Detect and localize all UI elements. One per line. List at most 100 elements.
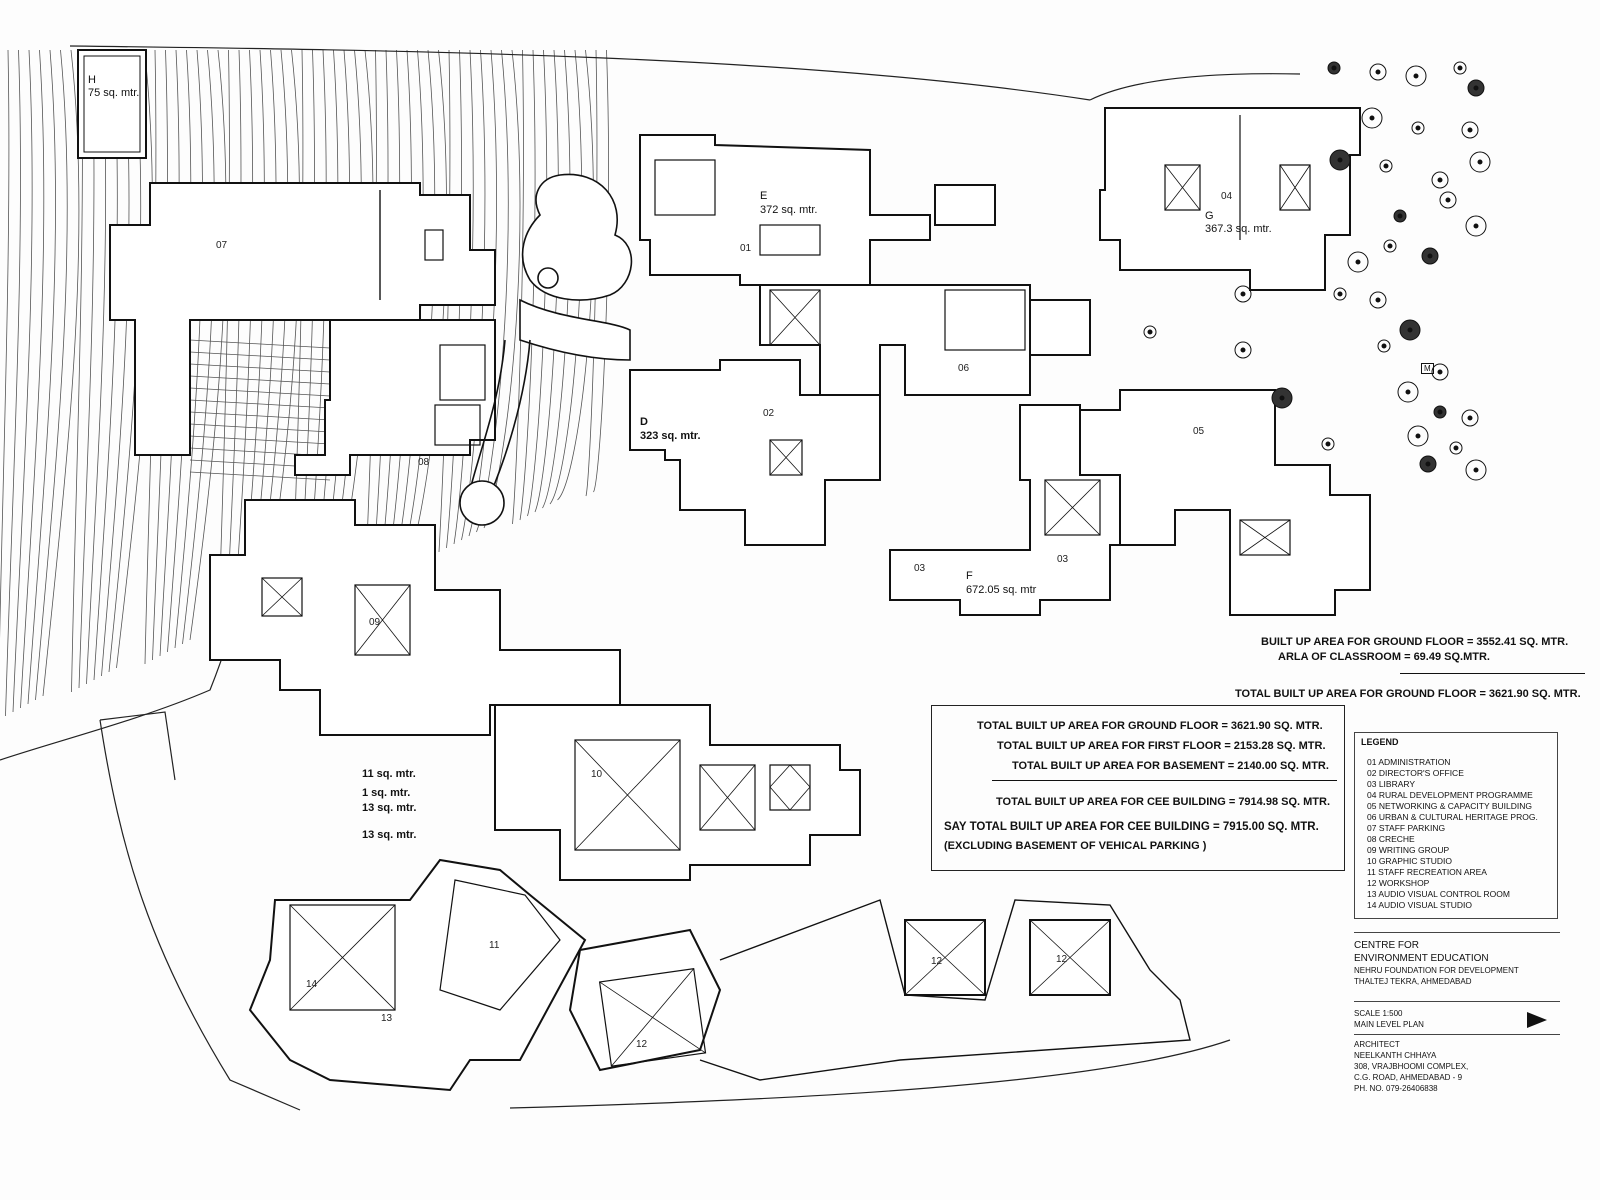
block-01 [639, 134, 931, 286]
legend-item: 01 ADMINISTRATION [1367, 757, 1451, 767]
tree-symbol-icon [1234, 285, 1252, 303]
legend-item: 04 RURAL DEVELOPMENT PROGRAMME [1367, 790, 1533, 800]
room-06: 06 [958, 363, 970, 374]
room-01: 01 [740, 243, 752, 254]
zone-d-letter: D [640, 416, 648, 428]
landscape-trees [1143, 61, 1491, 481]
area-1-sqm: 1 sq. mtr. [362, 787, 411, 799]
zone-e-area: 372 sq. mtr. [760, 204, 818, 216]
legend-title: LEGEND [1361, 737, 1399, 747]
block-02 [629, 359, 881, 546]
area-13-sqm: 13 sq. mtr. [362, 802, 417, 814]
tree-symbol-icon [1347, 251, 1369, 273]
summary-cee: TOTAL BUILT UP AREA FOR CEE BUILDING = 7… [996, 796, 1331, 808]
tree-symbol-icon [1431, 363, 1449, 381]
legend-item: 07 STAFF PARKING [1367, 823, 1446, 833]
room-02: 02 [763, 408, 775, 419]
block-06 [759, 184, 1091, 396]
architect-label: ARCHITECT [1354, 1040, 1400, 1049]
room-11: 11 [489, 940, 500, 951]
tree-symbol-icon [1333, 287, 1347, 301]
tree-symbol-icon [1449, 441, 1463, 455]
client-line-3: NEHRU FOUNDATION FOR DEVELOPMENT [1354, 966, 1519, 975]
client-line-2: ENVIRONMENT EDUCATION [1354, 953, 1489, 964]
title-block-drawing: SCALE 1:500 MAIN LEVEL PLAN [1354, 1001, 1560, 1030]
architect-phone: PH. NO. 079-26406838 [1354, 1084, 1438, 1093]
site-boundary [0, 45, 1301, 1111]
room-03-b: 03 [1057, 554, 1069, 565]
tree-symbol-icon [1379, 159, 1393, 173]
title-block: CENTRE FOR ENVIRONMENT EDUCATION NEHRU F… [1354, 932, 1560, 1094]
summary-say-total: SAY TOTAL BUILT UP AREA FOR CEE BUILDING… [944, 821, 1319, 833]
legend-box: LEGEND 01 ADMINISTRATION 02 DIRECTOR'S O… [1354, 732, 1558, 919]
room-12-b: 12 [931, 956, 943, 967]
legend-item: 11 STAFF RECREATION AREA [1367, 867, 1487, 877]
tree-symbol-icon [1369, 63, 1387, 81]
block-12 [568, 899, 1191, 1081]
block-05 [1079, 389, 1371, 616]
tree-symbol-icon [1431, 171, 1449, 189]
room-10: 10 [591, 769, 603, 780]
zone-g-letter: G [1205, 210, 1214, 222]
legend-item: 08 CRECHE [1367, 834, 1415, 844]
tree-symbol-icon [1397, 381, 1419, 403]
notes-divider [1400, 673, 1585, 674]
classroom-area-note: ARLA OF CLASSROOM = 69.49 SQ.MTR. [1278, 651, 1490, 663]
curved-pavilion [459, 173, 633, 526]
tree-symbol-icon [1465, 215, 1487, 237]
architect-address-1: 308, VRAJBHOOMI COMPLEX, [1354, 1062, 1469, 1071]
tree-symbol-icon [1369, 291, 1387, 309]
tree-symbol-icon [1383, 239, 1397, 253]
legend-item: 02 DIRECTOR'S OFFICE [1367, 768, 1464, 778]
tree-symbol-icon [1439, 191, 1457, 209]
tree-symbol-icon [1361, 107, 1383, 129]
block-08 [294, 319, 496, 476]
area-13-sqm-b: 13 sq. mtr. [362, 829, 417, 841]
area-11-sqm: 11 sq. mtr. [362, 768, 416, 780]
legend-item: 05 NETWORKING & CAPACITY BUILDING [1367, 801, 1532, 811]
zone-f-area: 672.05 sq. mtr [966, 584, 1037, 596]
room-05: 05 [1193, 426, 1205, 437]
block-10 [494, 704, 861, 881]
scale-text: SCALE 1:500 [1354, 1009, 1403, 1018]
legend-item: 06 URBAN & CULTURAL HERITAGE PROG. [1367, 812, 1538, 822]
tree-symbol-icon [1469, 151, 1491, 173]
legend-item: 14 AUDIO VISUAL STUDIO [1367, 900, 1473, 910]
tree-symbol-icon [1453, 61, 1467, 75]
block-11-13-14 [248, 858, 587, 1092]
room-13: 13 [381, 1013, 393, 1024]
summary-excluding-note: (EXCLUDING BASEMENT OF VEHICAL PARKING ) [944, 840, 1207, 852]
built-up-ground-note: BUILT UP AREA FOR GROUND FLOOR = 3552.41… [1261, 636, 1569, 648]
tree-symbol-icon [1234, 341, 1252, 359]
tree-symbol-icon [1405, 65, 1427, 87]
zone-h-letter: H [88, 74, 96, 86]
block-09 [209, 499, 621, 736]
zone-g-area: 367.3 sq. mtr. [1205, 223, 1272, 235]
client-line-1: CENTRE FOR [1354, 940, 1419, 951]
tree-symbol-icon [1321, 437, 1335, 451]
architect-name: NEELKANTH CHHAYA [1354, 1051, 1437, 1060]
zone-f-letter: F [966, 570, 973, 582]
zone-e-letter: E [760, 190, 768, 202]
room-12-c: 12 [1056, 954, 1068, 965]
tree-symbol-icon [1465, 459, 1487, 481]
tree-symbol-icon [1461, 121, 1479, 139]
tree-symbol-icon [1411, 121, 1425, 135]
legend-item: 13 AUDIO VISUAL CONTROL ROOM [1367, 889, 1510, 899]
summary-divider [992, 780, 1337, 781]
title-block-client: CENTRE FOR ENVIRONMENT EDUCATION NEHRU F… [1354, 932, 1560, 987]
tree-symbol-icon [1407, 425, 1429, 447]
room-08: 08 [418, 457, 430, 468]
block-03 [889, 404, 1121, 616]
drawing-name: MAIN LEVEL PLAN [1354, 1020, 1424, 1029]
zone-d-area: 323 sq. mtr. [640, 430, 701, 442]
title-block-architect: ARCHITECT NEELKANTH CHHAYA 308, VRAJBHOO… [1354, 1034, 1560, 1094]
legend-item: 10 GRAPHIC STUDIO [1367, 856, 1453, 866]
room-09: 09 [369, 617, 381, 628]
zone-h-area: 75 sq. mtr. [88, 87, 140, 99]
legend-item: 12 WORKSHOP [1367, 878, 1430, 888]
tree-symbol-icon [1461, 409, 1479, 427]
block-h [77, 49, 147, 159]
